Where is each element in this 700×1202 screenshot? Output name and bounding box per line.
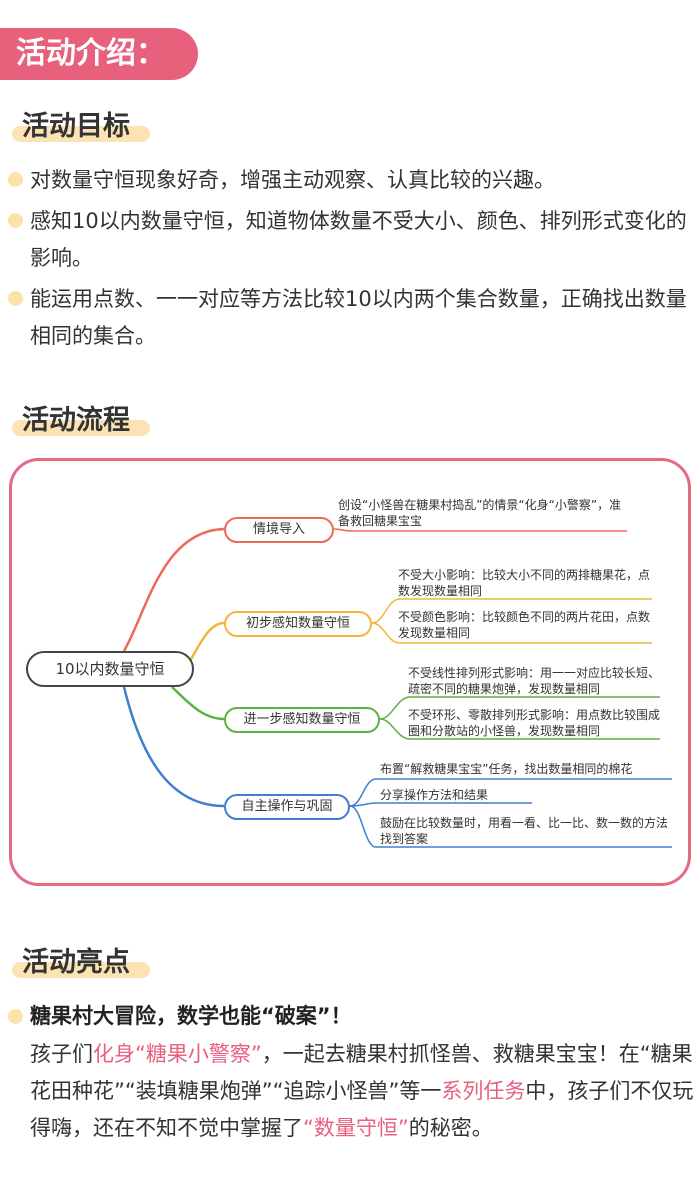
- mindmap-leaf-1-1: 创设“小怪兽在糖果村捣乱”的情景“化身“小警察”，准备救回糖果宝宝: [338, 498, 622, 528]
- goals-list: 对数量守恒现象好奇，增强主动观察、认真比较的兴趣。 感知10以内数量守恒，知道物…: [8, 162, 698, 355]
- goals-title: 活动目标: [12, 104, 150, 143]
- highlights-paragraph: 糖果村大冒险，数学也能“破案”！ 孩子们化身“糖果小警察”，一起去糖果村抓怪兽、…: [8, 998, 698, 1147]
- mindmap-leaf-4-1: 布置“解救糖果宝宝”任务，找出数量相同的棉花: [380, 762, 633, 776]
- mindmap-connectors: [122, 527, 672, 848]
- mindmap-branch-2: 初步感知数量守恒: [224, 611, 372, 637]
- mindmap: 10以内数量守恒 情境导入 初步感知数量守恒 进一步感知数量守恒 自主操作与巩固…: [9, 458, 691, 886]
- list-item: 对数量守恒现象好奇，增强主动观察、认真比较的兴趣。: [8, 162, 698, 199]
- list-item: 能运用点数、一一对应等方法比较10以内两个集合数量，正确找出数量相同的集合。: [8, 281, 698, 355]
- branch-curve-3: [171, 686, 225, 721]
- list-item: 感知10以内数量守恒，知道物体数量不受大小、颜色、排列形式变化的影响。: [8, 203, 698, 277]
- mindmap-root: 10以内数量守恒: [26, 651, 194, 687]
- mindmap-leaf-2-2: 不受颜色影响：比较颜色不同的两片花田，点数发现数量相同: [398, 610, 651, 640]
- mindmap-branch-3: 进一步感知数量守恒: [224, 707, 380, 733]
- mindmap-leaf-2-1: 不受大小影响：比较大小不同的两排糖果花，点数发现数量相同: [398, 568, 651, 598]
- flow-title: 活动流程: [12, 398, 150, 437]
- bullet-dot-icon: [8, 1009, 23, 1024]
- intro-label: 活动介绍：: [0, 28, 198, 80]
- mindmap-leaf-4-2: 分享操作方法和结果: [380, 788, 489, 802]
- branch-curve-4: [122, 686, 225, 808]
- highlights-body: 孩子们化身“糖果小警察”，一起去糖果村抓怪兽、救糖果宝宝！在“糖果花田种花”“装…: [30, 1042, 694, 1140]
- mindmap-leaf-3-1: 不受线性排列形式影响：用一一对应比较长短、疏密不同的糖果炮弹，发现数量相同: [408, 666, 661, 696]
- mindmap-branch-4: 自主操作与巩固: [224, 794, 350, 820]
- mindmap-leaf-4-3: 鼓励在比较数量时，用看一看、比一比、数一数的方法找到答案: [380, 816, 669, 846]
- bullet-dot-icon: [8, 291, 23, 306]
- highlights-title: 活动亮点: [12, 940, 150, 979]
- branch-curve-1: [122, 527, 225, 652]
- mindmap-leaf-3-2: 不受环形、零散排列形式影响：用点数比较围成圈和分散站的小怪兽，发现数量相同: [408, 708, 661, 738]
- bullet-dot-icon: [8, 213, 23, 228]
- bullet-dot-icon: [8, 172, 23, 187]
- highlights-headline: 糖果村大冒险，数学也能“破案”！: [8, 998, 698, 1034]
- mindmap-branch-1: 情境导入: [224, 517, 334, 543]
